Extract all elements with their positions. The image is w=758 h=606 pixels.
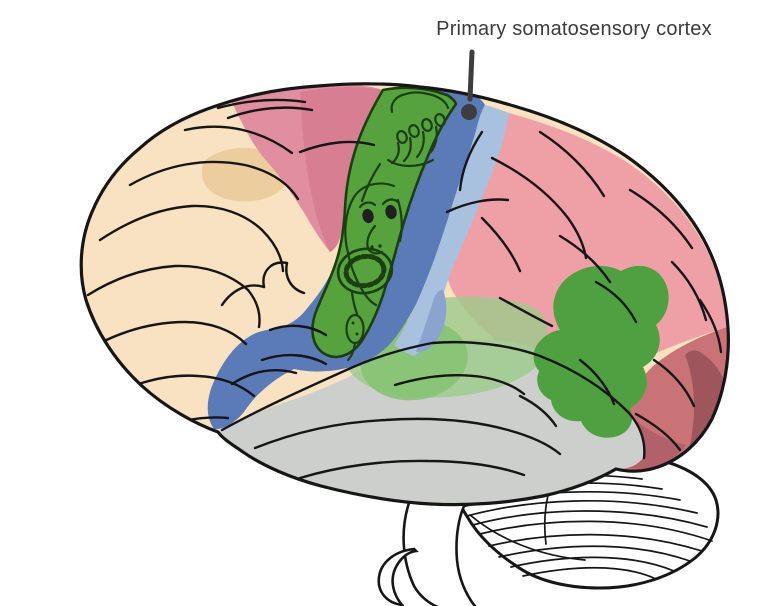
sulcus-line: [262, 261, 289, 289]
sulcus-line: [98, 204, 264, 242]
folia-line: [510, 556, 675, 572]
association-green-region: [533, 265, 669, 438]
brow-right: [381, 198, 400, 206]
sulcus-line: [578, 358, 616, 406]
throat-dot: [355, 332, 359, 336]
sulcus-line: [594, 280, 638, 324]
mouth-outline: [336, 247, 394, 295]
folia-line: [469, 514, 586, 561]
somatosensory-blue-light-region: [394, 105, 509, 356]
finger-shaft: [415, 130, 425, 159]
sulcus-line: [498, 296, 554, 328]
homunculus-face: [336, 182, 403, 316]
mouth-teeth-ring: [343, 253, 387, 289]
sulcus-line: [558, 234, 612, 284]
sulcus-line: [634, 412, 682, 452]
folia-line: [479, 520, 713, 542]
somatosensory-blue-mid-shade: [416, 289, 447, 353]
sulcus-line: [216, 98, 307, 110]
sulcus-line: [628, 188, 694, 250]
fingertip-loop: [396, 130, 408, 144]
pointer-dot: [461, 104, 477, 120]
finger-shaft: [429, 125, 438, 154]
fingertip-loop: [421, 118, 433, 132]
sulcus-line: [698, 298, 723, 354]
sulcus-line: [670, 260, 708, 322]
sulcus-line: [260, 353, 328, 366]
sulcus-line: [298, 459, 526, 480]
fingertip-loop: [408, 124, 420, 138]
throat-line: [346, 341, 357, 362]
sulcus-line: [445, 198, 510, 214]
sulcus-line: [268, 324, 328, 337]
folia-line: [472, 510, 708, 528]
finger-shaft: [390, 141, 400, 165]
sulcus-line: [538, 130, 606, 198]
sulcus-line: [226, 106, 314, 120]
annotation-pointer: [461, 49, 477, 120]
sulcus-line: [298, 140, 376, 154]
sulcus-line: [230, 369, 298, 386]
homunculus-hand: [360, 91, 450, 203]
hand-knuckles: [390, 91, 450, 114]
pointer-line: [467, 49, 475, 102]
homunculus-figure: [336, 91, 450, 362]
eye-left: [362, 208, 374, 224]
sulcus-line: [285, 261, 306, 295]
sulcus-line: [490, 156, 588, 260]
homunculus-throat: [345, 313, 365, 362]
sulcus-line: [253, 417, 562, 456]
eye-right: [385, 204, 397, 220]
annotation-label: Primary somatosensory cortex: [436, 18, 712, 40]
sulcus-line: [393, 374, 526, 396]
fingertip-loop: [434, 113, 446, 127]
sulcus-line: [86, 264, 250, 297]
chin-line: [350, 291, 359, 316]
brainstem: [377, 498, 477, 606]
sulcus-line: [246, 288, 261, 329]
sulcus-line: [518, 394, 558, 428]
face-outline: [344, 182, 396, 307]
face-cheek-line: [396, 198, 403, 243]
folia-line: [466, 499, 698, 517]
finger-shaft: [402, 136, 412, 163]
wrist-line: [360, 162, 382, 203]
fist-base: [386, 158, 435, 168]
sulcus-line: [183, 125, 294, 155]
sulcus-line: [220, 284, 266, 307]
sulcus-line: [94, 320, 248, 347]
sulcus-line: [480, 216, 522, 273]
sulcus-line: [458, 130, 484, 192]
sulcus-line: [220, 340, 646, 460]
cerebrum-outline: [79, 82, 730, 507]
sulcus-line: [128, 160, 300, 201]
brainstem-loop: [377, 547, 419, 606]
throat-dot: [351, 321, 355, 325]
sulcus-line: [652, 358, 696, 408]
nostril: [378, 244, 382, 248]
brow-left: [358, 201, 377, 209]
folia-line: [498, 545, 691, 562]
folia-line: [522, 566, 657, 580]
sulcus-line: [260, 228, 285, 273]
